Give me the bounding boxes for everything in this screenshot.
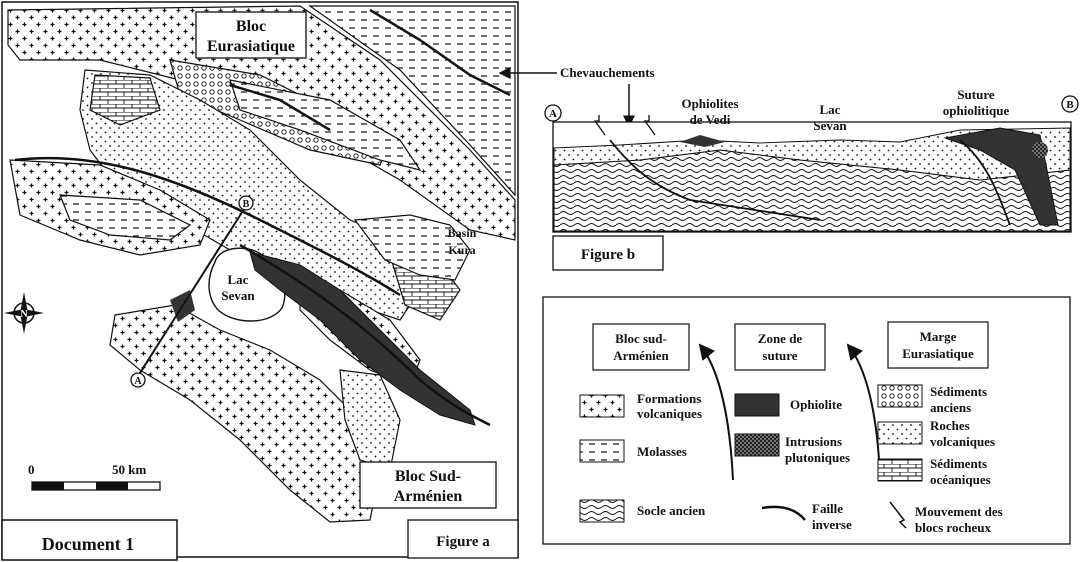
ophiolites-vedi-line1: Ophiolites [681,96,738,111]
legend-molasses-label: Molasses [637,444,687,459]
chevauchements-callout: Chevauchements [498,65,655,128]
section-surface-band [553,127,1071,181]
document-label: Document 1 [42,534,135,554]
bloc-sud-armenien-line1: Bloc Sud- [395,468,461,485]
legend-swatch-intrusions [734,433,780,457]
legend-sed-oceaniques-line1: Sédiments [930,456,987,471]
legend-swatch-ophiolite [734,393,780,417]
map-fault-north [229,83,331,132]
legend-panel: Bloc sud- Arménien Zone de suture Marge … [542,296,1071,545]
map-unit-north-volcanic-belt [7,5,516,241]
north-arrow-icon: N [4,292,44,334]
north-label: N [20,309,28,320]
basin-kura-line2: Kura [448,243,475,257]
movement-arrows-west [593,115,656,136]
map-ophiolite-band [249,251,476,426]
scale-zero: 0 [28,462,35,477]
legend-swatch-sediments-anciens [877,384,923,408]
lac-sevan-line2: Sevan [221,288,255,303]
legend-col3-box [887,321,989,369]
bloc-eurasiatique-line2: Eurasiatique [207,38,295,55]
section-point-a-label: A [549,108,557,120]
figure-a-box [407,519,519,559]
legend-col1-line2: Arménien [613,348,669,363]
map-unit-northeast-belt [308,5,516,197]
section-point-b-marker [1061,95,1079,113]
figure-b-box [552,235,664,271]
point-b-label: B [243,199,250,210]
legend-sed-anciens-line2: anciens [930,400,971,415]
map-fault-south [239,243,491,427]
legend-swatch-sediments-oceaniques [877,458,923,482]
point-a-marker [130,372,146,388]
bloc-eurasiatique-box [195,11,307,59]
legend-sed-anciens-line1: Sédiments [930,384,987,399]
legend-movement-icon [889,501,907,529]
map-fault-ne [369,8,511,97]
point-a-label: A [134,376,142,387]
section-suture-ophiolite [943,127,1059,226]
legend-intrusions-line1: Intrusions [785,434,842,449]
section-lac-line1: Lac [820,102,841,117]
basin-kura-line1: Basin [448,226,477,240]
legend-faille-line1: Faille [812,501,843,516]
lac-sevan-line1: Lac [228,272,249,287]
legend-intrusions-line2: plutoniques [785,450,850,465]
bloc-sud-armenien-line2: Arménien [394,488,463,505]
legend-swatch-roches-volcaniques [877,421,923,445]
legend-fault-icon [761,505,806,521]
legend-roches-line2: volcaniques [930,434,995,449]
legend-swatch-volcanic [579,394,625,418]
legend-col2-line1: Zone de [758,331,803,346]
legend-faille-line2: inverse [812,517,852,532]
suture-line1: Suture [957,87,995,102]
figure-b-label: Figure b [581,247,635,263]
legend-ophiolite-label: Ophiolite [790,397,842,412]
legend-mouvement-line2: blocs rocheux [915,520,991,535]
section-point-b-label: B [1066,99,1074,111]
map-unit-ridge-2 [229,79,422,171]
section-intrusion [1032,142,1048,158]
legend-swatch-socle [579,499,625,523]
section-point-a-marker [544,104,562,122]
legend-col1-box [592,323,690,371]
legend-swatch-molasses [579,439,625,463]
map-panel: A B N 0 50 km Bloc Eurasiatique Basin Ku… [1,1,519,561]
map-unit-sediments-old [89,74,161,126]
legend-col2-line2: suture [762,348,797,363]
suture-line2: ophiolitique [943,103,1010,118]
figure-a-label: Figure a [436,534,490,550]
legend-formations-line2: volcaniques [637,406,702,421]
legend-col1-line1: Bloc sud- [615,331,667,346]
legend-formations-line1: Formations [637,391,701,406]
scale-distance: 50 km [112,462,146,477]
section-ophiolite-vedi [680,135,725,147]
legend-col3-line2: Eurasiatique [902,346,974,361]
legend-col3-line1: Marge [920,329,957,344]
document-label-box [1,519,178,561]
section-line-ab [137,205,247,377]
chevauchements-label: Chevauchements [560,65,655,80]
legend-col2-box [734,323,826,371]
legend-sed-oceaniques-line2: océaniques [930,472,991,487]
section-lac-line2: Sevan [813,118,847,133]
section-fault-2 [959,139,1011,226]
ophiolites-vedi-line2: de Vedi [690,112,731,127]
section-fault-1 [609,139,821,221]
bloc-sud-armenien-box [359,461,497,509]
legend-roches-line1: Roches [930,418,970,433]
map-unit-molasses-west [59,194,192,241]
point-b-marker [238,195,254,211]
legend-mouvement-line1: Mouvement des [915,504,1003,519]
bloc-eurasiatique-line1: Bloc [236,18,266,35]
map-unit-south-volcanic [109,304,381,523]
scale-bar: 0 50 km [28,462,161,491]
cross-section-panel: A B Ophiolites de Vedi Lac Sevan Suture … [544,87,1079,271]
map-fault-main [14,156,401,297]
legend-socle-label: Socle ancien [637,503,706,518]
map-unit-basin-kura [353,214,471,281]
